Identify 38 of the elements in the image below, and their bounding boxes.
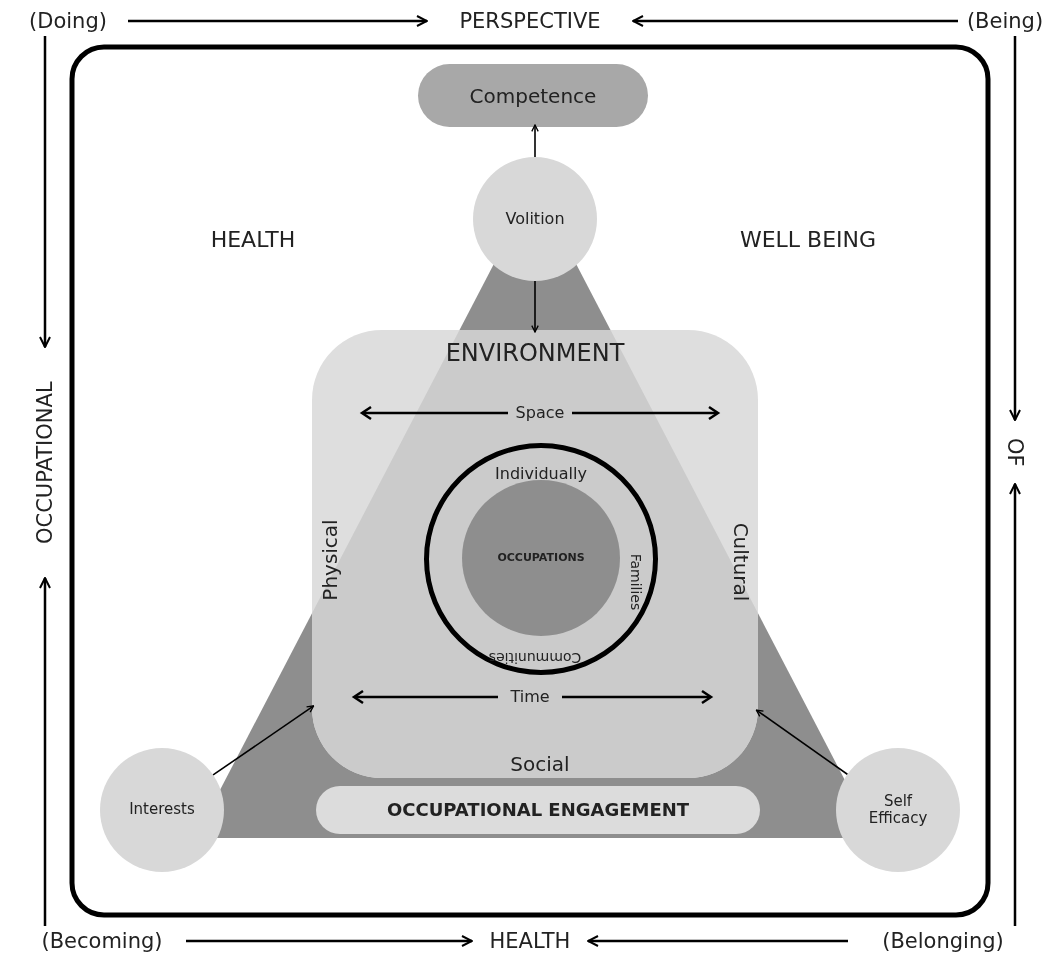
node-label: Volition <box>504 209 566 229</box>
node-label: Individually <box>495 464 587 484</box>
node-label: Cultural <box>728 522 752 602</box>
node-label: OCCUPATIONAL ENGAGEMENT <box>386 799 690 821</box>
axis-label: Time <box>510 687 550 707</box>
arrow <box>531 124 539 158</box>
axis-label: OCCUPATIONAL <box>30 345 60 580</box>
area-label: HEALTH <box>210 227 296 253</box>
axis-label: (Becoming) <box>18 926 186 956</box>
rounded-box <box>316 786 760 834</box>
axis-label: (Doing) <box>8 6 128 36</box>
arrow <box>1009 483 1021 926</box>
arrow <box>587 935 848 947</box>
arrow <box>128 15 428 27</box>
arrow <box>186 935 473 947</box>
arrow <box>39 36 51 348</box>
node-label: Families <box>627 553 645 611</box>
arrow <box>755 709 849 776</box>
node-label: Social <box>510 752 570 776</box>
axis-label: PERSPECTIVE <box>425 6 635 36</box>
node-label: Competence <box>469 84 597 107</box>
rounded-panel <box>312 330 758 778</box>
axis-label: (Being) <box>958 6 1052 36</box>
node-label: OCCUPATIONS <box>497 551 585 565</box>
axis-label: (Belonging) <box>848 926 1038 956</box>
axis-label: Space <box>515 403 565 423</box>
arrow <box>531 280 539 333</box>
area-label: WELL BEING <box>739 227 877 253</box>
axis-label: OF <box>1000 418 1030 486</box>
node-label: Self Efficacy <box>867 792 929 828</box>
node-label: Physical <box>318 519 342 601</box>
axis-label: HEALTH <box>470 926 590 956</box>
arrow <box>212 705 315 776</box>
arrow <box>632 15 958 27</box>
arrow <box>39 577 51 926</box>
node-label: Interests <box>128 801 196 819</box>
arrow <box>1009 36 1021 421</box>
node-label: ENVIRONMENT <box>445 340 625 368</box>
